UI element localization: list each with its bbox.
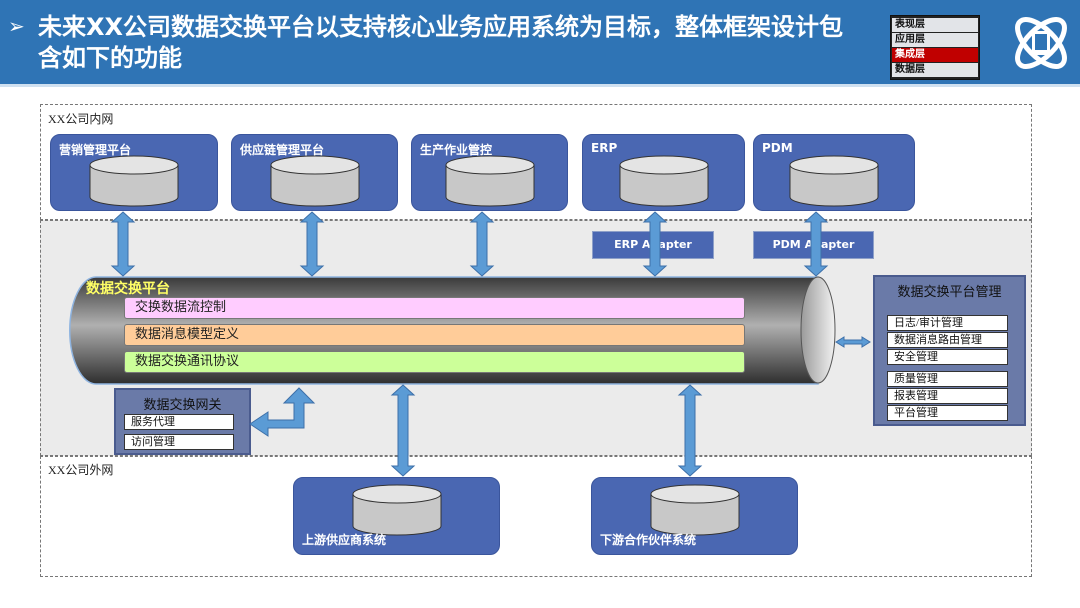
system-erp[interactable]: ERP	[582, 134, 745, 211]
database-icon	[445, 155, 534, 207]
gateway-item-proxy[interactable]: 服务代理	[124, 414, 234, 430]
erp-adapter[interactable]: ERP Adapter	[592, 231, 714, 259]
pdm-adapter[interactable]: PDM Adapter	[753, 231, 874, 259]
platform-title: 数据交换平台	[86, 281, 170, 297]
layer-data: 数据层	[892, 63, 978, 77]
mgmt-item-security[interactable]: 安全管理	[887, 349, 1008, 365]
system-upstream-supplier[interactable]: 上游供应商系统	[293, 477, 500, 555]
database-icon	[89, 155, 179, 207]
extranet-label: XX公司外网	[48, 463, 114, 477]
management-panel: 数据交换平台管理 日志/审计管理 数据消息路由管理 安全管理 质量管理 报表管理…	[873, 275, 1026, 426]
mgmt-item-report[interactable]: 报表管理	[887, 388, 1008, 404]
chevron-right-icon: ➢	[8, 14, 25, 38]
page-title: 未来XX公司数据交换平台以支持核心业务应用系统为目标，整体框架设计包含如下的功能	[38, 13, 844, 72]
layer-flow-control[interactable]: 交换数据流控制	[124, 297, 745, 319]
gateway-title: 数据交换网关	[143, 397, 222, 412]
database-icon	[619, 155, 708, 207]
database-icon	[789, 155, 879, 207]
system-marketing[interactable]: 营销管理平台	[50, 134, 218, 211]
system-downstream-partner[interactable]: 下游合作伙伴系统	[591, 477, 798, 555]
layer-application: 应用层	[892, 33, 978, 47]
management-title: 数据交换平台管理	[897, 284, 1002, 299]
layer-integration: 集成层	[892, 48, 978, 62]
gateway-item-access[interactable]: 访问管理	[124, 434, 234, 450]
intranet-zone	[40, 104, 1032, 220]
atom-tablet-icon	[1015, 17, 1067, 69]
layer-legend: 表现层 应用层 集成层 数据层	[890, 15, 980, 80]
mgmt-item-platform[interactable]: 平台管理	[887, 405, 1008, 421]
header-divider	[0, 84, 1080, 87]
database-icon	[650, 484, 739, 536]
system-production[interactable]: 生产作业管控	[411, 134, 568, 211]
intranet-label: XX公司内网	[48, 112, 114, 126]
extranet-zone	[40, 456, 1032, 577]
layer-protocol[interactable]: 数据交换通讯协议	[124, 351, 745, 373]
layer-presentation: 表现层	[892, 18, 978, 32]
system-supply-chain[interactable]: 供应链管理平台	[231, 134, 398, 211]
layer-message-model[interactable]: 数据消息模型定义	[124, 324, 745, 346]
mgmt-item-routing[interactable]: 数据消息路由管理	[887, 332, 1008, 348]
database-icon	[270, 155, 359, 207]
system-pdm[interactable]: PDM	[753, 134, 915, 211]
mgmt-item-log[interactable]: 日志/审计管理	[887, 315, 1008, 331]
gateway-panel: 数据交换网关 服务代理 访问管理	[114, 388, 251, 455]
database-icon	[352, 484, 441, 536]
mgmt-item-quality[interactable]: 质量管理	[887, 371, 1008, 387]
